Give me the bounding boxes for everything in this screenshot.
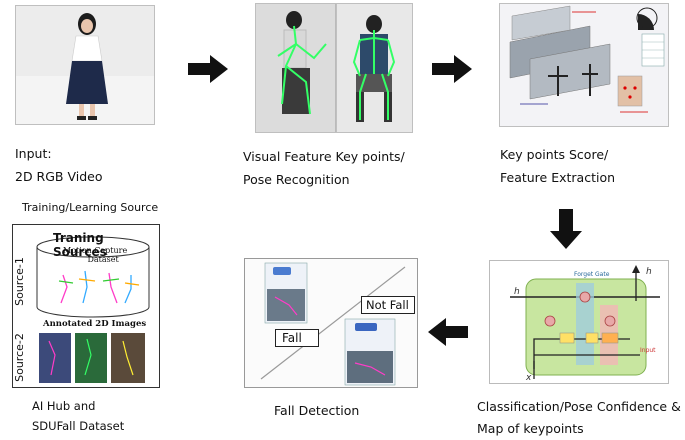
- pose-recognition-panel: [255, 3, 413, 133]
- skeleton-overlay-image: [256, 4, 412, 132]
- not-fall-label-box: Not Fall: [361, 296, 415, 314]
- x-t-label: x: [526, 373, 532, 383]
- fall-label: Fall: [282, 331, 302, 345]
- source-2-label: Source-2: [12, 333, 26, 382]
- feature-extraction-panel: [499, 3, 669, 127]
- source-caption: AI Hub and SDUFall Dataset: [32, 399, 125, 434]
- lstm-cell-diagram: [510, 265, 660, 379]
- source-1-label: Source-1: [12, 257, 26, 306]
- feature-collage-image: [500, 4, 668, 126]
- h-t-label: h: [646, 267, 652, 277]
- mocap-label: Motion Capture Dataset: [63, 246, 128, 264]
- fall-detection-panel: Fall Not Fall: [244, 258, 418, 388]
- training-header: Training/Learning Source: [22, 201, 159, 214]
- training-diagram: [36, 236, 150, 383]
- arrow-left-icon: [428, 318, 468, 346]
- feature-caption: Key points Score/ Feature Extraction: [500, 147, 616, 185]
- person-standing-image: [16, 6, 154, 124]
- fall-detection-diagram: [260, 262, 406, 386]
- not-fall-label: Not Fall: [366, 298, 409, 312]
- annotated-label: Annotated 2D Images: [43, 319, 147, 329]
- forget-gate-label: Forget Gate: [574, 271, 610, 278]
- fall-label-box: Fall: [275, 329, 319, 347]
- training-source-panel: Traning Sources Motion Capture Dataset A…: [12, 224, 160, 388]
- input-video-panel: [15, 5, 155, 125]
- input-gate-label: Input: [640, 347, 656, 354]
- lstm-classification-panel: Forget Gate h h x Input: [489, 260, 669, 384]
- arrow-right-icon: [432, 55, 472, 83]
- input-caption: Input: 2D RGB Video: [15, 146, 103, 184]
- detection-caption: Fall Detection: [274, 403, 360, 418]
- arrow-down-icon: [550, 209, 582, 249]
- classification-caption: Classification/Pose Confidence & Map of …: [477, 399, 681, 436]
- pose-caption: Visual Feature Key points/ Pose Recognit…: [243, 149, 405, 187]
- training-title: Traning Sources: [53, 231, 107, 259]
- h-prev-label: h: [514, 287, 520, 297]
- arrow-right-icon: [188, 55, 228, 83]
